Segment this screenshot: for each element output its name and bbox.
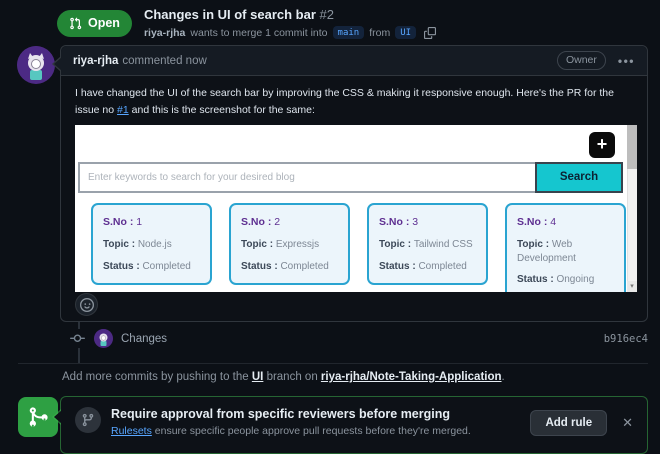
comment-action: commented now	[122, 54, 207, 67]
owner-badge: Owner	[556, 51, 606, 70]
status-value: Completed	[418, 260, 467, 272]
pr-number: #2	[319, 7, 334, 22]
sno-value: 2	[274, 215, 281, 228]
head-branch-label[interactable]: UI	[395, 26, 417, 39]
pr-title-block: Changes in UI of search bar #2 riya-rjha…	[143, 7, 437, 39]
topic-value: Node.js	[137, 239, 172, 251]
status-label: Status :	[517, 274, 554, 286]
commit-hash[interactable]: b916ec4	[603, 332, 648, 345]
comment-text: I have changed the UI of the search bar …	[75, 87, 614, 116]
topic-card: S.No : 3 Topic : Tailwind CSS Status : C…	[367, 202, 488, 285]
close-icon[interactable]: ✕	[622, 415, 633, 430]
rulesets-link[interactable]: Rulesets	[111, 425, 152, 437]
base-branch-label[interactable]: main	[332, 26, 365, 39]
topic-label: Topic :	[379, 239, 412, 251]
search-button[interactable]: Search	[535, 161, 623, 193]
git-merge-icon	[18, 397, 58, 437]
emoji-reaction-button[interactable]	[75, 293, 98, 316]
comment-box: riya-rjha commented now Owner ••• I have…	[52, 45, 648, 322]
git-branch-icon	[75, 407, 101, 433]
merge-rules-panel: Require approval from specific reviewers…	[52, 396, 648, 454]
git-commit-icon	[69, 329, 86, 348]
comment-body: I have changed the UI of the search bar …	[61, 76, 647, 292]
pr-status-label: Open	[88, 16, 120, 30]
status-value: Completed	[142, 260, 191, 272]
commit-message[interactable]: Changes	[121, 332, 168, 345]
pr-header: Open Changes in UI of search bar #2 riya…	[57, 7, 437, 39]
topic-value: Tailwind CSS	[413, 239, 473, 251]
push-note: Add more commits by pushing to the UI br…	[62, 371, 505, 383]
topic-cards: S.No : 1 Topic : Node.js Status : Comple…	[91, 202, 626, 292]
pr-title: Changes in UI of search bar	[143, 7, 316, 22]
commit-avatar[interactable]	[94, 329, 113, 348]
add-blog-button[interactable]: +	[589, 131, 615, 158]
sno-label: S.No :	[103, 215, 134, 228]
timeline-divider	[18, 363, 648, 364]
status-label: Status :	[103, 260, 140, 272]
comment-text-2: and this is the screenshot for the same:	[131, 103, 315, 116]
search-bar: Search	[78, 161, 623, 193]
pr-status-badge: Open	[57, 9, 132, 37]
status-value: Completed	[280, 260, 329, 272]
topic-value: Web Development	[517, 239, 576, 264]
commit-row: Changes b916ec4	[60, 329, 648, 348]
push-note-text-2: branch on	[266, 371, 318, 383]
kebab-menu-icon[interactable]: •••	[617, 53, 635, 68]
sno-label: S.No :	[241, 215, 272, 228]
push-note-suffix: .	[501, 371, 505, 383]
sno-label: S.No :	[517, 215, 548, 228]
topic-label: Topic :	[103, 239, 136, 251]
sno-value: 1	[136, 215, 143, 228]
topic-card: S.No : 4 Topic : Web Development Status …	[505, 202, 626, 292]
avatar[interactable]	[17, 46, 55, 84]
status-value: Ongoing	[556, 274, 595, 286]
sno-value: 3	[412, 215, 419, 228]
pr-author[interactable]: riya-rjha	[143, 26, 186, 39]
status-label: Status :	[379, 260, 416, 272]
screenshot-scrollbar[interactable]: ▾	[627, 124, 637, 292]
topic-value: Expressjs	[275, 239, 320, 251]
comment-author[interactable]: riya-rjha	[73, 54, 119, 67]
status-label: Status :	[241, 260, 278, 272]
add-rule-button[interactable]: Add rule	[530, 410, 608, 436]
topic-card: S.No : 1 Topic : Node.js Status : Comple…	[91, 202, 212, 285]
scrollbar-thumb[interactable]	[627, 124, 637, 169]
sno-value: 4	[550, 215, 557, 228]
topic-card: S.No : 2 Topic : Expressjs Status : Comp…	[229, 202, 350, 285]
push-note-text: Add more commits by pushing to the	[62, 371, 249, 383]
pr-merge-text-2: from	[369, 26, 391, 39]
git-pull-request-icon	[69, 16, 82, 30]
scrollbar-down-arrow[interactable]: ▾	[627, 280, 637, 292]
issue-link[interactable]: #1	[117, 103, 129, 116]
copy-icon[interactable]	[424, 26, 437, 39]
sno-label: S.No :	[379, 215, 410, 228]
branch-link[interactable]: UI	[251, 371, 264, 383]
pr-merge-text: wants to merge 1 commit into	[190, 26, 328, 39]
rule-title: Require approval from specific reviewers…	[111, 407, 451, 421]
comment-header: riya-rjha commented now Owner •••	[61, 46, 647, 76]
topic-label: Topic :	[241, 239, 274, 251]
repo-link[interactable]: riya-rjha/Note-Taking-Application	[320, 371, 502, 383]
search-input[interactable]	[78, 161, 535, 193]
rule-subtitle: ensure specific people approve pull requ…	[154, 425, 471, 437]
topic-label: Topic :	[517, 239, 550, 251]
rule-text-block: Require approval from specific reviewers…	[111, 407, 471, 437]
embedded-screenshot[interactable]: + Search S.No : 1 Topic : Node.js Status…	[75, 124, 637, 292]
